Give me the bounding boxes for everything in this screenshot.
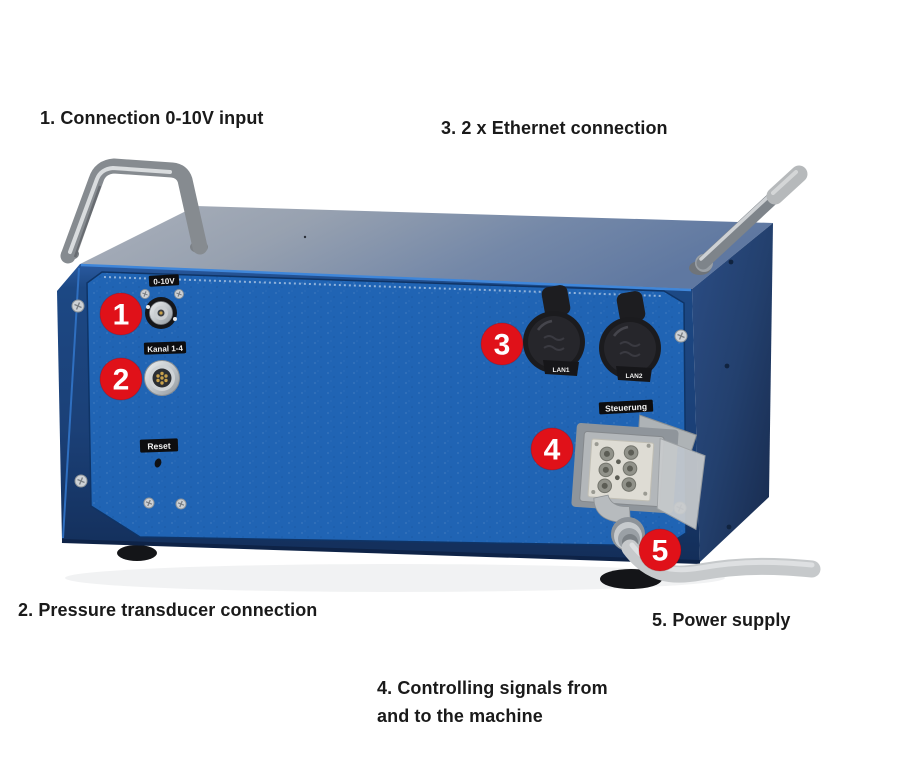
label-lan1-text: LAN1: [553, 367, 570, 374]
callout-4: 4: [530, 427, 574, 471]
label-kanal-1-4: Kanal 1-4: [143, 341, 187, 355]
label-steuerung-text: Steuerung: [605, 401, 647, 413]
dust-speck: [303, 235, 307, 239]
left-handle: [60, 158, 208, 264]
side-rivets: [724, 259, 734, 530]
label-steuerung: Steuerung: [598, 399, 654, 415]
control-connector: [571, 414, 706, 531]
control-connector-pins: [597, 445, 639, 494]
label-kanal-1-4-text: Kanal 1-4: [147, 344, 183, 354]
reset-hole: [154, 458, 162, 468]
callout-3: 3: [480, 322, 524, 366]
annotation-controlling-signals-line2: and to the machine: [377, 706, 543, 726]
right-handle: [689, 165, 808, 275]
top-front-edge-highlight: [80, 263, 692, 292]
callout-2-number: 2: [113, 364, 130, 397]
label-0-10v-text: 0-10V: [153, 276, 175, 286]
ground-shadow: [65, 564, 725, 592]
box-top-face: [80, 206, 773, 289]
callout-5: 5: [638, 528, 682, 572]
callout-5-number: 5: [652, 535, 669, 568]
callout-3-number: 3: [494, 329, 511, 362]
ethernet-port-1: LAN1: [523, 285, 585, 376]
left-edge-highlight: [62, 267, 80, 539]
label-reset: Reset: [139, 438, 179, 453]
pressure-connector-kanal-1-4: [144, 360, 180, 396]
annotation-power-supply: 5. Power supply: [652, 610, 791, 630]
callout-2: 2: [99, 357, 143, 401]
label-0-10v: 0-10V: [148, 274, 180, 287]
ethernet-port-2: LAN2: [599, 291, 661, 382]
annotation-0-10v-input: 1. Connection 0-10V input: [40, 108, 264, 128]
bottom-front-edge: [61, 539, 701, 564]
callout-1-number: 1: [113, 299, 130, 332]
box-side-face: [692, 223, 773, 562]
bnc-connector-0-10v: [145, 297, 177, 329]
label-reset-text: Reset: [147, 441, 171, 452]
label-lan2-text: LAN2: [626, 373, 643, 380]
callout-1: 1: [99, 292, 143, 336]
annotation-pressure-transducer: 2. Pressure transducer connection: [18, 600, 318, 620]
callout-4-number: 4: [544, 434, 561, 467]
annotation-controlling-signals-line1: 4. Controlling signals from: [377, 678, 608, 698]
annotation-controlling-signals: 4. Controlling signals from and to the m…: [377, 674, 608, 730]
annotation-ethernet: 3. 2 x Ethernet connection: [441, 118, 668, 138]
